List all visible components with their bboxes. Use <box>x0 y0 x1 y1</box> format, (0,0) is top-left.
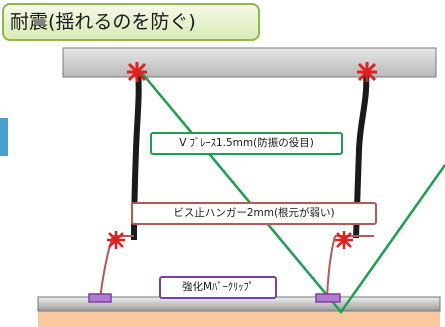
hanger-label: ビス止ハンガー2mm(根元が弱い) <box>131 202 377 225</box>
left-edge-tab <box>0 118 8 156</box>
bottom-strip <box>38 310 440 327</box>
ceiling-slab <box>62 47 437 78</box>
clip-label: 強化Mﾊﾞｰｸﾘｯﾌﾟ <box>159 276 277 299</box>
anchor-point-icon <box>335 231 353 249</box>
anchor-point-icon <box>357 62 377 82</box>
anchor-point-icon <box>127 62 147 82</box>
clip-icon <box>88 293 112 303</box>
brace-label: V ﾌﾞﾚｰｽ1.5mm(防振の役目) <box>150 132 343 155</box>
anchor-point-icon <box>107 231 125 249</box>
clip-icon <box>315 293 341 303</box>
page-title: 耐震(揺れるのを防ぐ) <box>2 3 260 41</box>
right-hanger-wire <box>326 235 374 299</box>
